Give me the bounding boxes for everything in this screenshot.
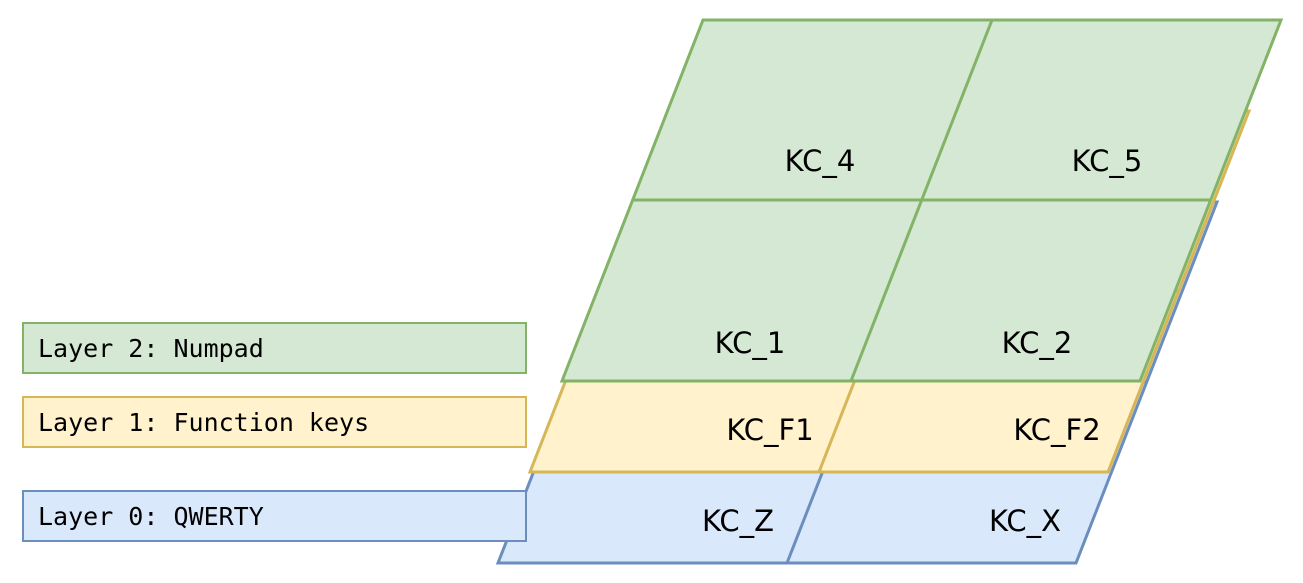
keycap-kc-5[interactable]: KC_5	[1072, 144, 1143, 178]
legend-item-layer-1[interactable]: Layer 1: Function keys	[22, 396, 527, 448]
keycap-kc-2[interactable]: KC_2	[1002, 326, 1073, 360]
layer-2-numpad[interactable]: KC_4 KC_5 KC_1 KC_2	[559, 18, 1284, 383]
keycap-kc-f2[interactable]: KC_F2	[1013, 413, 1100, 447]
legend-label-layer-0: Layer 0: QWERTY	[38, 501, 264, 531]
keycap-kc-1[interactable]: KC_1	[715, 326, 786, 360]
keycap-kc-f1[interactable]: KC_F1	[726, 413, 813, 447]
keycap-kc-4[interactable]: KC_4	[785, 144, 856, 178]
legend-label-layer-1: Layer 1: Function keys	[38, 407, 370, 437]
keycap-kc-z[interactable]: KC_Z	[702, 504, 774, 538]
legend-item-layer-2[interactable]: Layer 2: Numpad	[22, 322, 527, 374]
legend-label-layer-2: Layer 2: Numpad	[38, 333, 264, 363]
legend-item-layer-0[interactable]: Layer 0: QWERTY	[22, 490, 527, 542]
layer-2-column-divider	[849, 19, 994, 382]
keycap-kc-x[interactable]: KC_X	[989, 504, 1061, 538]
